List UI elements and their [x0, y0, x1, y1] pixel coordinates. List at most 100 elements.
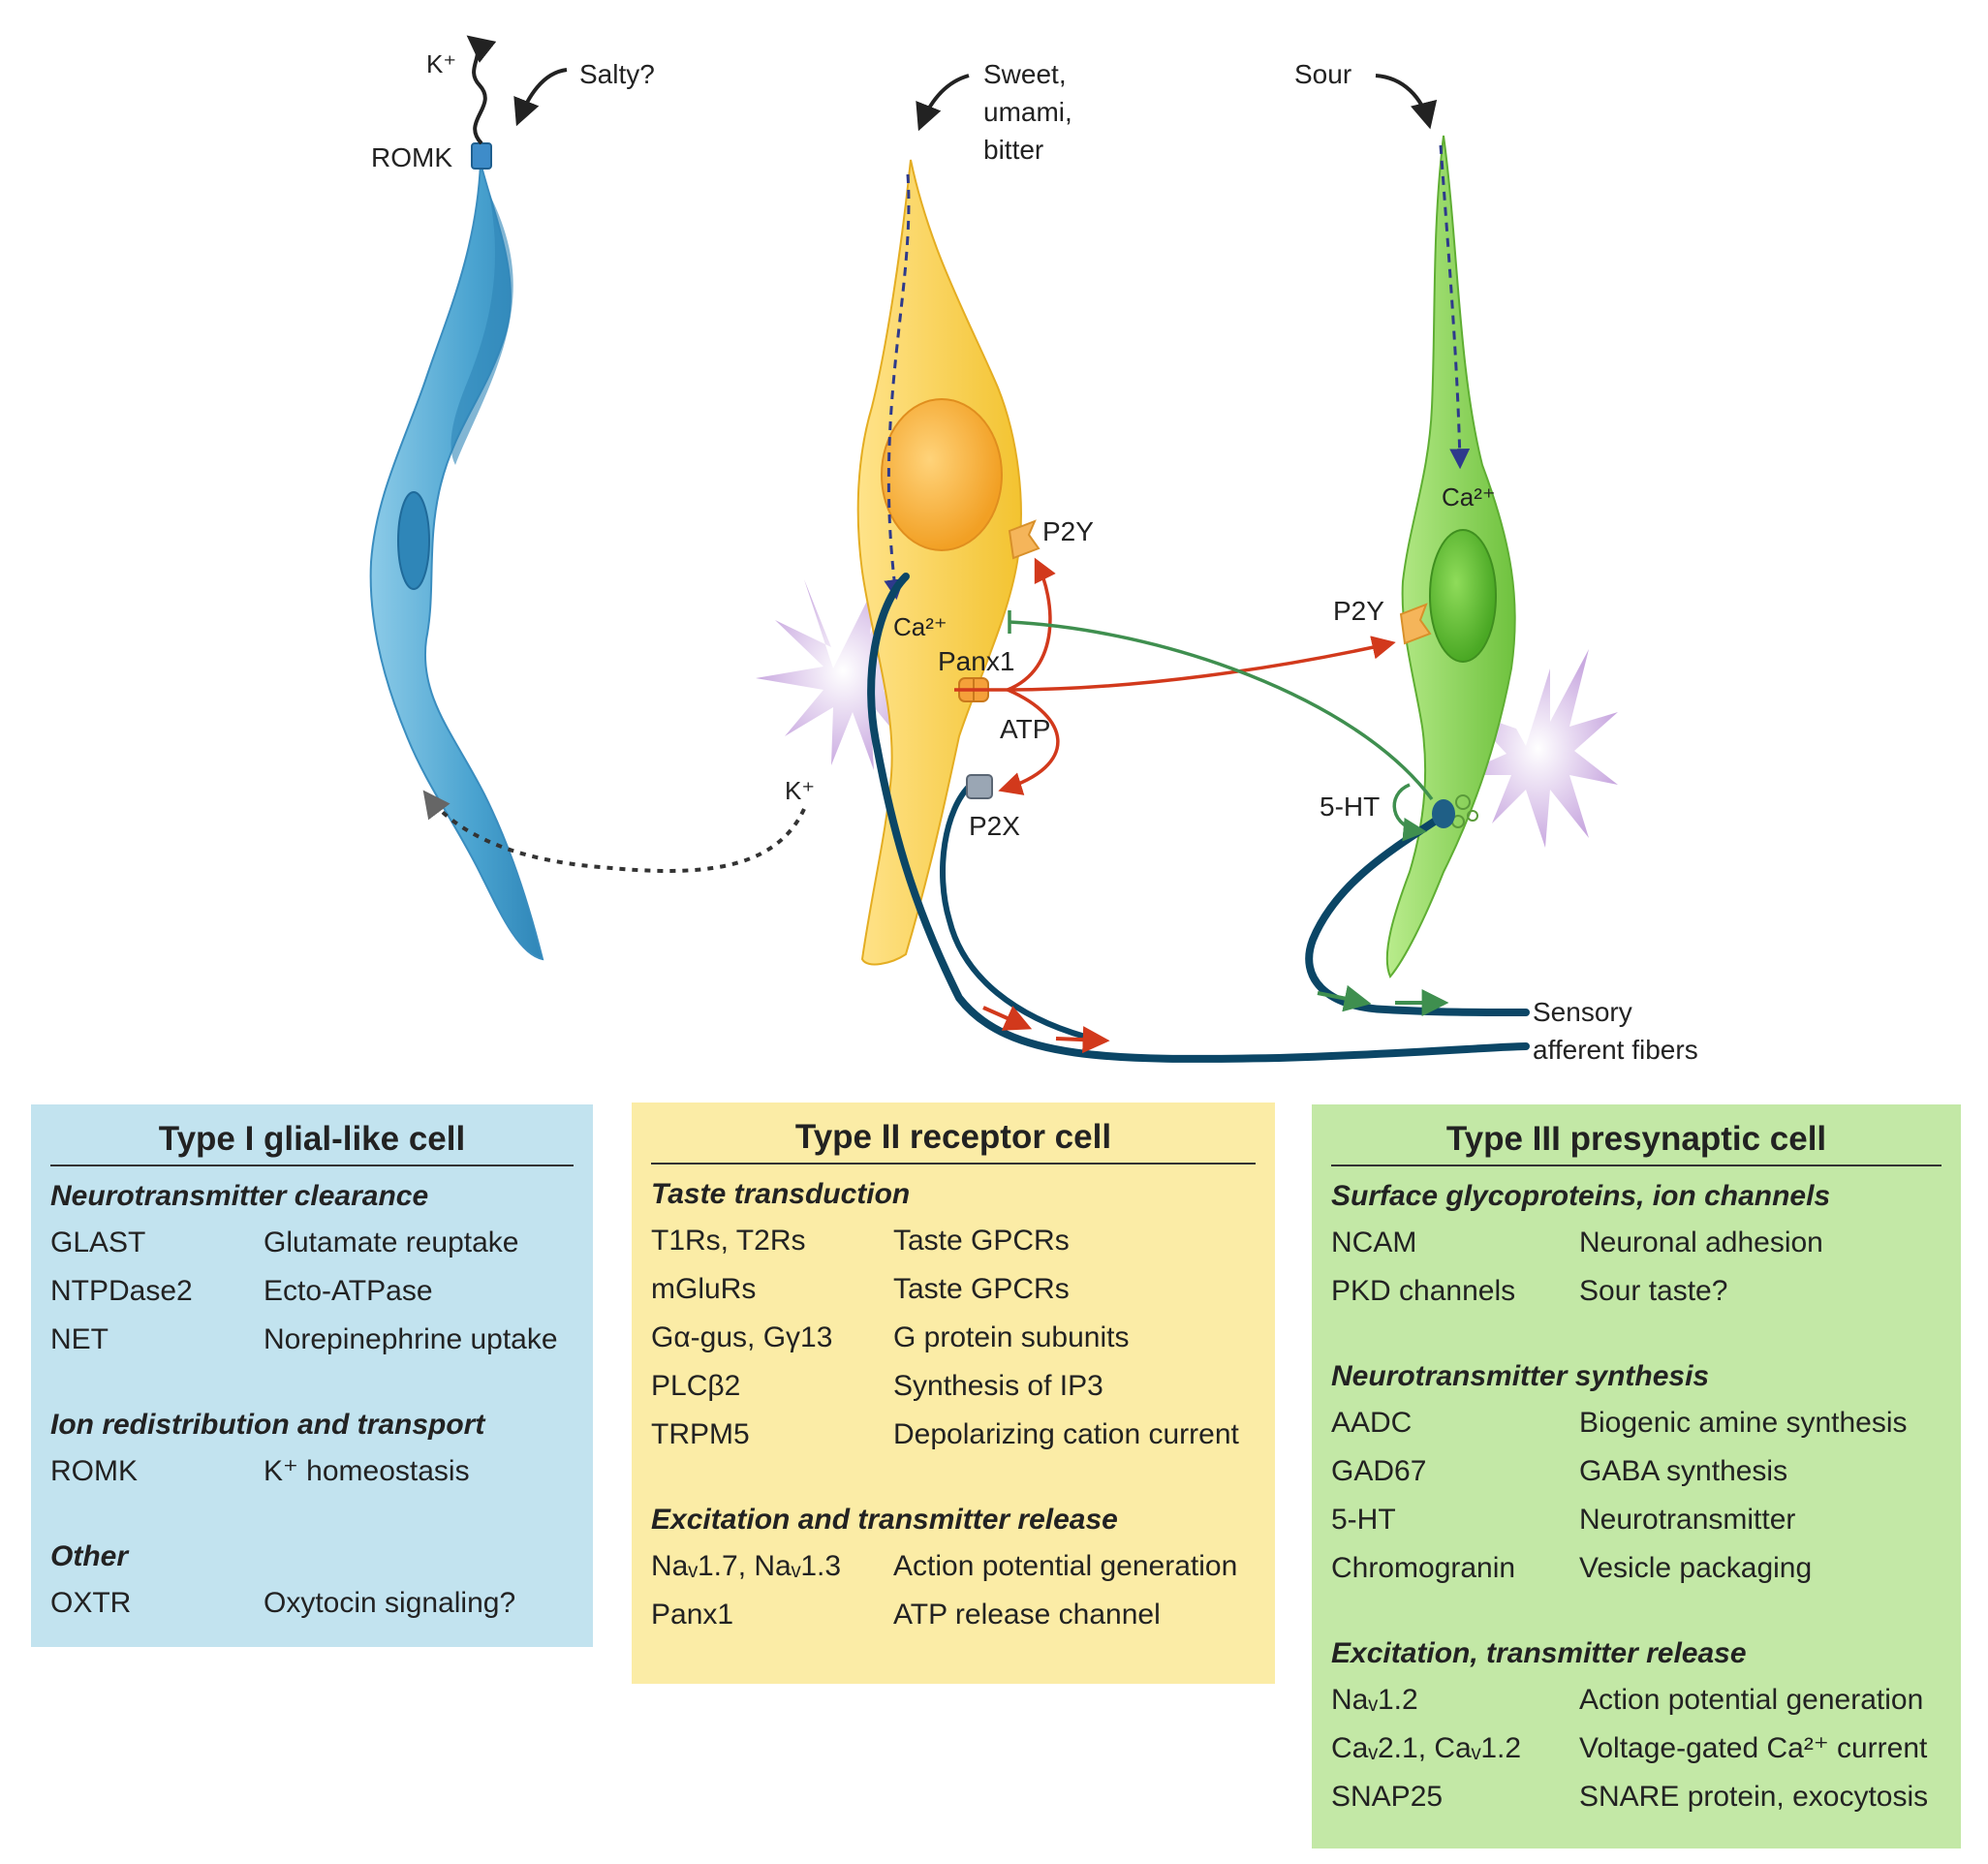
type2-ca-label: Ca²⁺	[893, 612, 947, 641]
gene-function: ATP release channel	[893, 1599, 1161, 1631]
type3-afferent-fiber	[1305, 815, 1530, 1016]
gene-function: Sour taste?	[1579, 1275, 1728, 1307]
afferent-signal-arrow-red-1	[982, 1006, 1033, 1031]
table-row: mGluRs Taste GPCRs	[651, 1265, 1256, 1314]
serotonin-inhibition-line	[1009, 620, 1434, 801]
table-row: Panx1 ATP release channel	[651, 1591, 1256, 1639]
table-row: Naᵥ1.2 Action potential generation	[1331, 1676, 1941, 1724]
gene-name: PKD channels	[1331, 1275, 1516, 1307]
romk-channel-icon	[471, 142, 492, 170]
atp-to-type3-arrow	[1007, 636, 1396, 692]
type3-nucleus	[1429, 529, 1497, 663]
gene-name: PLCβ2	[651, 1370, 741, 1402]
table-row: NTPDase2 Ecto-ATPase	[50, 1267, 574, 1316]
sour-arrow	[1375, 74, 1438, 130]
gene-name: AADC	[1331, 1407, 1413, 1439]
gene-name: TRPM5	[651, 1418, 750, 1450]
type3-p2y-receptor-icon	[1399, 603, 1432, 645]
panx1-label: Panx1	[938, 646, 1014, 676]
type2-p2y-label: P2Y	[1042, 516, 1094, 546]
type3-ca-pathway-arrow	[1439, 144, 1471, 470]
gene-function: Depolarizing cation current	[893, 1418, 1239, 1450]
table-row: PLCβ2 Synthesis of IP3	[651, 1362, 1256, 1411]
table-row: NET Norepinephrine uptake	[50, 1316, 574, 1364]
gene-name: Naᵥ1.2	[1331, 1684, 1418, 1716]
type3-synapse-burst	[1458, 649, 1618, 848]
gene-name: Caᵥ2.1, Caᵥ1.2	[1331, 1732, 1522, 1764]
gene-function: Action potential generation	[893, 1550, 1238, 1582]
type3-ca-label: Ca²⁺	[1442, 482, 1496, 512]
type1-nucleus	[397, 491, 430, 590]
p2x-label: P2X	[969, 811, 1020, 841]
salty-arrow	[513, 68, 568, 127]
gene-name: NET	[50, 1323, 109, 1355]
sensory-label-2: afferent fibers	[1533, 1035, 1698, 1065]
type2-ca-pathway-arrow	[884, 173, 911, 601]
type2-p2y-receptor-icon	[1008, 519, 1041, 560]
gene-name: Chromogranin	[1331, 1552, 1516, 1584]
gene-name: GLAST	[50, 1227, 146, 1258]
p2x-receptor-icon	[966, 774, 993, 799]
section-heading: Ion redistribution and transport	[50, 1409, 485, 1441]
gene-function: GABA synthesis	[1579, 1455, 1788, 1487]
gene-name: NTPDase2	[50, 1275, 193, 1307]
gene-name: GAD67	[1331, 1455, 1427, 1487]
panel-title: Type I glial-like cell	[50, 1120, 574, 1166]
atp-label: ATP	[1000, 714, 1050, 744]
gene-function: G protein subunits	[893, 1321, 1130, 1353]
k-efflux-wavy-arrow	[466, 35, 497, 145]
gene-function: Synthesis of IP3	[893, 1370, 1103, 1402]
type2-afferent-fiber	[867, 573, 1530, 1063]
section-heading: Neurotransmitter clearance	[50, 1180, 429, 1212]
gene-function: Ecto-ATPase	[264, 1275, 433, 1307]
gene-function: Neurotransmitter	[1579, 1504, 1796, 1536]
table-row: GAD67 GABA synthesis	[1331, 1447, 1941, 1496]
gene-function: Neuronal adhesion	[1579, 1227, 1823, 1258]
table-row: AADC Biogenic amine synthesis	[1331, 1399, 1941, 1447]
sweet-label-1: Sweet,	[983, 59, 1067, 89]
section-heading: Excitation and transmitter release	[651, 1504, 1118, 1536]
type2-nucleus	[881, 398, 1003, 551]
gene-name: Gα-gus, Gγ13	[651, 1321, 833, 1353]
k-top-label: K⁺	[426, 49, 456, 78]
taste-cell-diagram: K⁺ Salty? ROMK Sweet, umami, bitter Sour…	[369, 35, 1698, 1065]
gene-function: Biogenic amine synthesis	[1579, 1407, 1908, 1439]
type1-cell-fold	[450, 194, 513, 465]
section-heading: Taste transduction	[651, 1178, 911, 1210]
table-row: Naᵥ1.7, Naᵥ1.3 Action potential generatio…	[651, 1542, 1256, 1591]
gene-name: Naᵥ1.7, Naᵥ1.3	[651, 1550, 842, 1582]
panel-title: Type II receptor cell	[651, 1118, 1256, 1165]
afferent-signal-arrow-red-2	[1055, 1026, 1110, 1054]
atp-autocrine-arrow-up	[1007, 557, 1056, 692]
section-heading: Neurotransmitter synthesis	[1331, 1360, 1710, 1392]
gene-function: Norepinephrine uptake	[264, 1323, 558, 1355]
type3-p2y-label: P2Y	[1333, 596, 1384, 626]
type1-glial-cell	[369, 162, 544, 961]
k-mid-label: K⁺	[785, 776, 815, 805]
sour-label: Sour	[1294, 59, 1351, 89]
table-row: ROMK K⁺ homeostasis	[50, 1447, 574, 1496]
gene-function: K⁺ homeostasis	[264, 1455, 470, 1487]
gene-name: SNAP25	[1331, 1781, 1444, 1813]
sensory-label-1: Sensory	[1533, 997, 1632, 1027]
section-heading: Other	[50, 1540, 129, 1572]
afferent-signal-arrow-green-1	[1317, 984, 1372, 1012]
romk-label: ROMK	[371, 142, 452, 172]
type2-receptor-cell	[856, 159, 1022, 966]
gene-name: mGluRs	[651, 1273, 757, 1305]
gene-name: Panx1	[651, 1599, 734, 1631]
sweet-label-3: bitter	[983, 135, 1043, 165]
gene-function: Action potential generation	[1579, 1684, 1924, 1716]
gene-name: ROMK	[50, 1455, 138, 1487]
gene-function: Taste GPCRs	[893, 1273, 1070, 1305]
